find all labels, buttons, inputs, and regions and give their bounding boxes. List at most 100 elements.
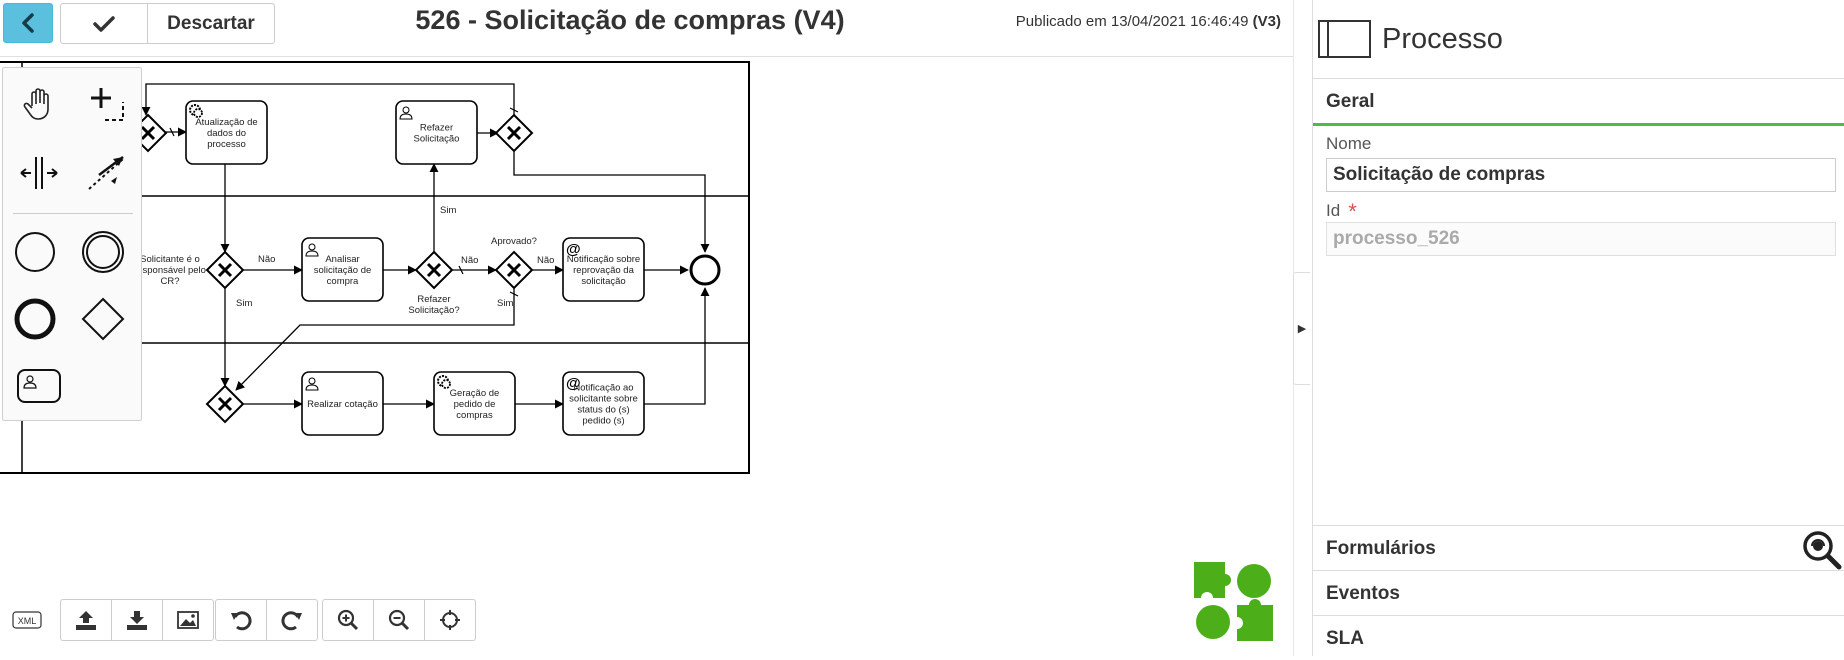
intermediate-event-icon (82, 231, 124, 273)
task-label: solicitante sobre (569, 394, 638, 405)
gateway-refazer-label-2: Solicitação? (408, 305, 459, 316)
panel-toggle[interactable]: ▶ (1293, 272, 1310, 385)
task-label: Realizar cotação (307, 399, 378, 410)
gateway-refazer-label-1: Refazer (417, 294, 450, 305)
connect-tool[interactable] (82, 148, 132, 198)
published-date: Publicado em 13/04/2021 16:46:49 (1015, 13, 1249, 30)
upload-button[interactable] (61, 600, 112, 640)
required-marker: * (1348, 199, 1357, 224)
recenter-button[interactable] (425, 600, 475, 640)
gear-icon (189, 104, 203, 118)
download-icon (127, 611, 147, 630)
redo-button[interactable] (267, 600, 317, 640)
gateway-cr-label-2: responsável pelo (134, 265, 206, 276)
redo-icon (281, 611, 302, 631)
section-sla[interactable]: SLA (1313, 615, 1844, 660)
caret-right-icon: ▶ (1297, 323, 1307, 335)
flow-label-sim-2: Sim (497, 298, 513, 309)
flow-label-sim-up: Sim (440, 205, 456, 216)
id-label: Id (1326, 201, 1341, 220)
email-icon: @ (566, 241, 581, 258)
gateway-cr[interactable] (205, 250, 245, 290)
undo-button[interactable] (216, 600, 267, 640)
end-event-tool[interactable] (10, 294, 60, 344)
export-image-button[interactable] (163, 600, 213, 640)
default-marker (509, 291, 519, 297)
zoom-in-icon (337, 609, 359, 631)
palette-divider (13, 213, 133, 214)
space-tool[interactable] (14, 148, 64, 198)
chevron-left-icon (22, 13, 34, 33)
flow-t7-end[interactable] (644, 287, 710, 405)
pool[interactable] (0, 61, 750, 474)
user-task-tool[interactable] (14, 361, 64, 411)
task-t5[interactable]: Realizar cotação (301, 371, 384, 436)
user-icon (399, 106, 413, 120)
space-tool-icon (20, 157, 58, 189)
section-events-label: Eventos (1326, 583, 1400, 604)
flow-label-nao: Não (258, 254, 275, 265)
section-forms-label: Formulários (1326, 538, 1436, 559)
section-sla-label: SLA (1326, 628, 1364, 649)
hand-tool[interactable] (14, 79, 64, 129)
back-button[interactable] (3, 3, 53, 43)
task-label: Analisar (325, 254, 359, 265)
gateway-join[interactable] (205, 384, 245, 424)
xml-button[interactable]: XML (3, 601, 51, 639)
task-label: status do (s) (577, 405, 629, 416)
discard-button[interactable]: Descartar (167, 12, 255, 34)
lasso-tool[interactable] (82, 79, 132, 129)
image-icon (177, 611, 199, 629)
gateway-refazer[interactable] (414, 250, 454, 290)
magnifier-icon[interactable] (1800, 528, 1842, 570)
default-marker (458, 265, 464, 275)
user-icon (305, 377, 319, 391)
page-title: 526 - Solicitação de compras (V4) (415, 5, 845, 35)
gateway-aprovado-label: Aprovado? (491, 236, 537, 247)
undo-icon (231, 611, 252, 631)
zoom-out-button[interactable] (374, 600, 425, 640)
intermediate-event-tool[interactable] (78, 227, 128, 277)
process-icon (1318, 20, 1371, 58)
user-icon (305, 243, 319, 257)
flow-label-nao-2: Não (461, 255, 478, 266)
gateway-top-right[interactable] (494, 113, 534, 153)
zoom-in-button[interactable] (323, 600, 374, 640)
gateway-tool[interactable] (78, 294, 128, 344)
section-forms[interactable]: Formulários (1313, 525, 1844, 570)
download-button[interactable] (112, 600, 163, 640)
lasso-tool-icon (91, 88, 124, 121)
start-event-tool[interactable] (10, 227, 60, 277)
save-button[interactable] (61, 4, 148, 43)
crosshair-icon (440, 610, 460, 630)
flow-gapr-gjoin[interactable] (235, 288, 515, 391)
task-label: Notificação sobre (567, 254, 640, 265)
section-events[interactable]: Eventos (1313, 570, 1844, 615)
task-label: Solicitação (414, 134, 460, 145)
task-label: pedido de (454, 399, 496, 410)
flow-gtop-end[interactable] (513, 151, 710, 253)
id-input[interactable] (1326, 222, 1836, 256)
flow-gtop-loop[interactable] (141, 83, 515, 116)
task-label: processo (207, 139, 246, 150)
name-input[interactable] (1326, 158, 1836, 192)
end-event[interactable] (689, 254, 721, 286)
zoom-toolbar (322, 599, 476, 641)
puzzle-logo (1194, 562, 1273, 641)
xml-icon: XML (12, 611, 42, 629)
end-event-icon (14, 298, 56, 340)
default-marker (509, 107, 519, 113)
task-label: compras (456, 410, 493, 421)
tab-general[interactable]: Geral (1313, 78, 1844, 126)
flow-label-nao-3: Não (537, 255, 554, 266)
task-label: Refazer (420, 123, 453, 134)
gateway-aprovado[interactable] (494, 250, 534, 290)
